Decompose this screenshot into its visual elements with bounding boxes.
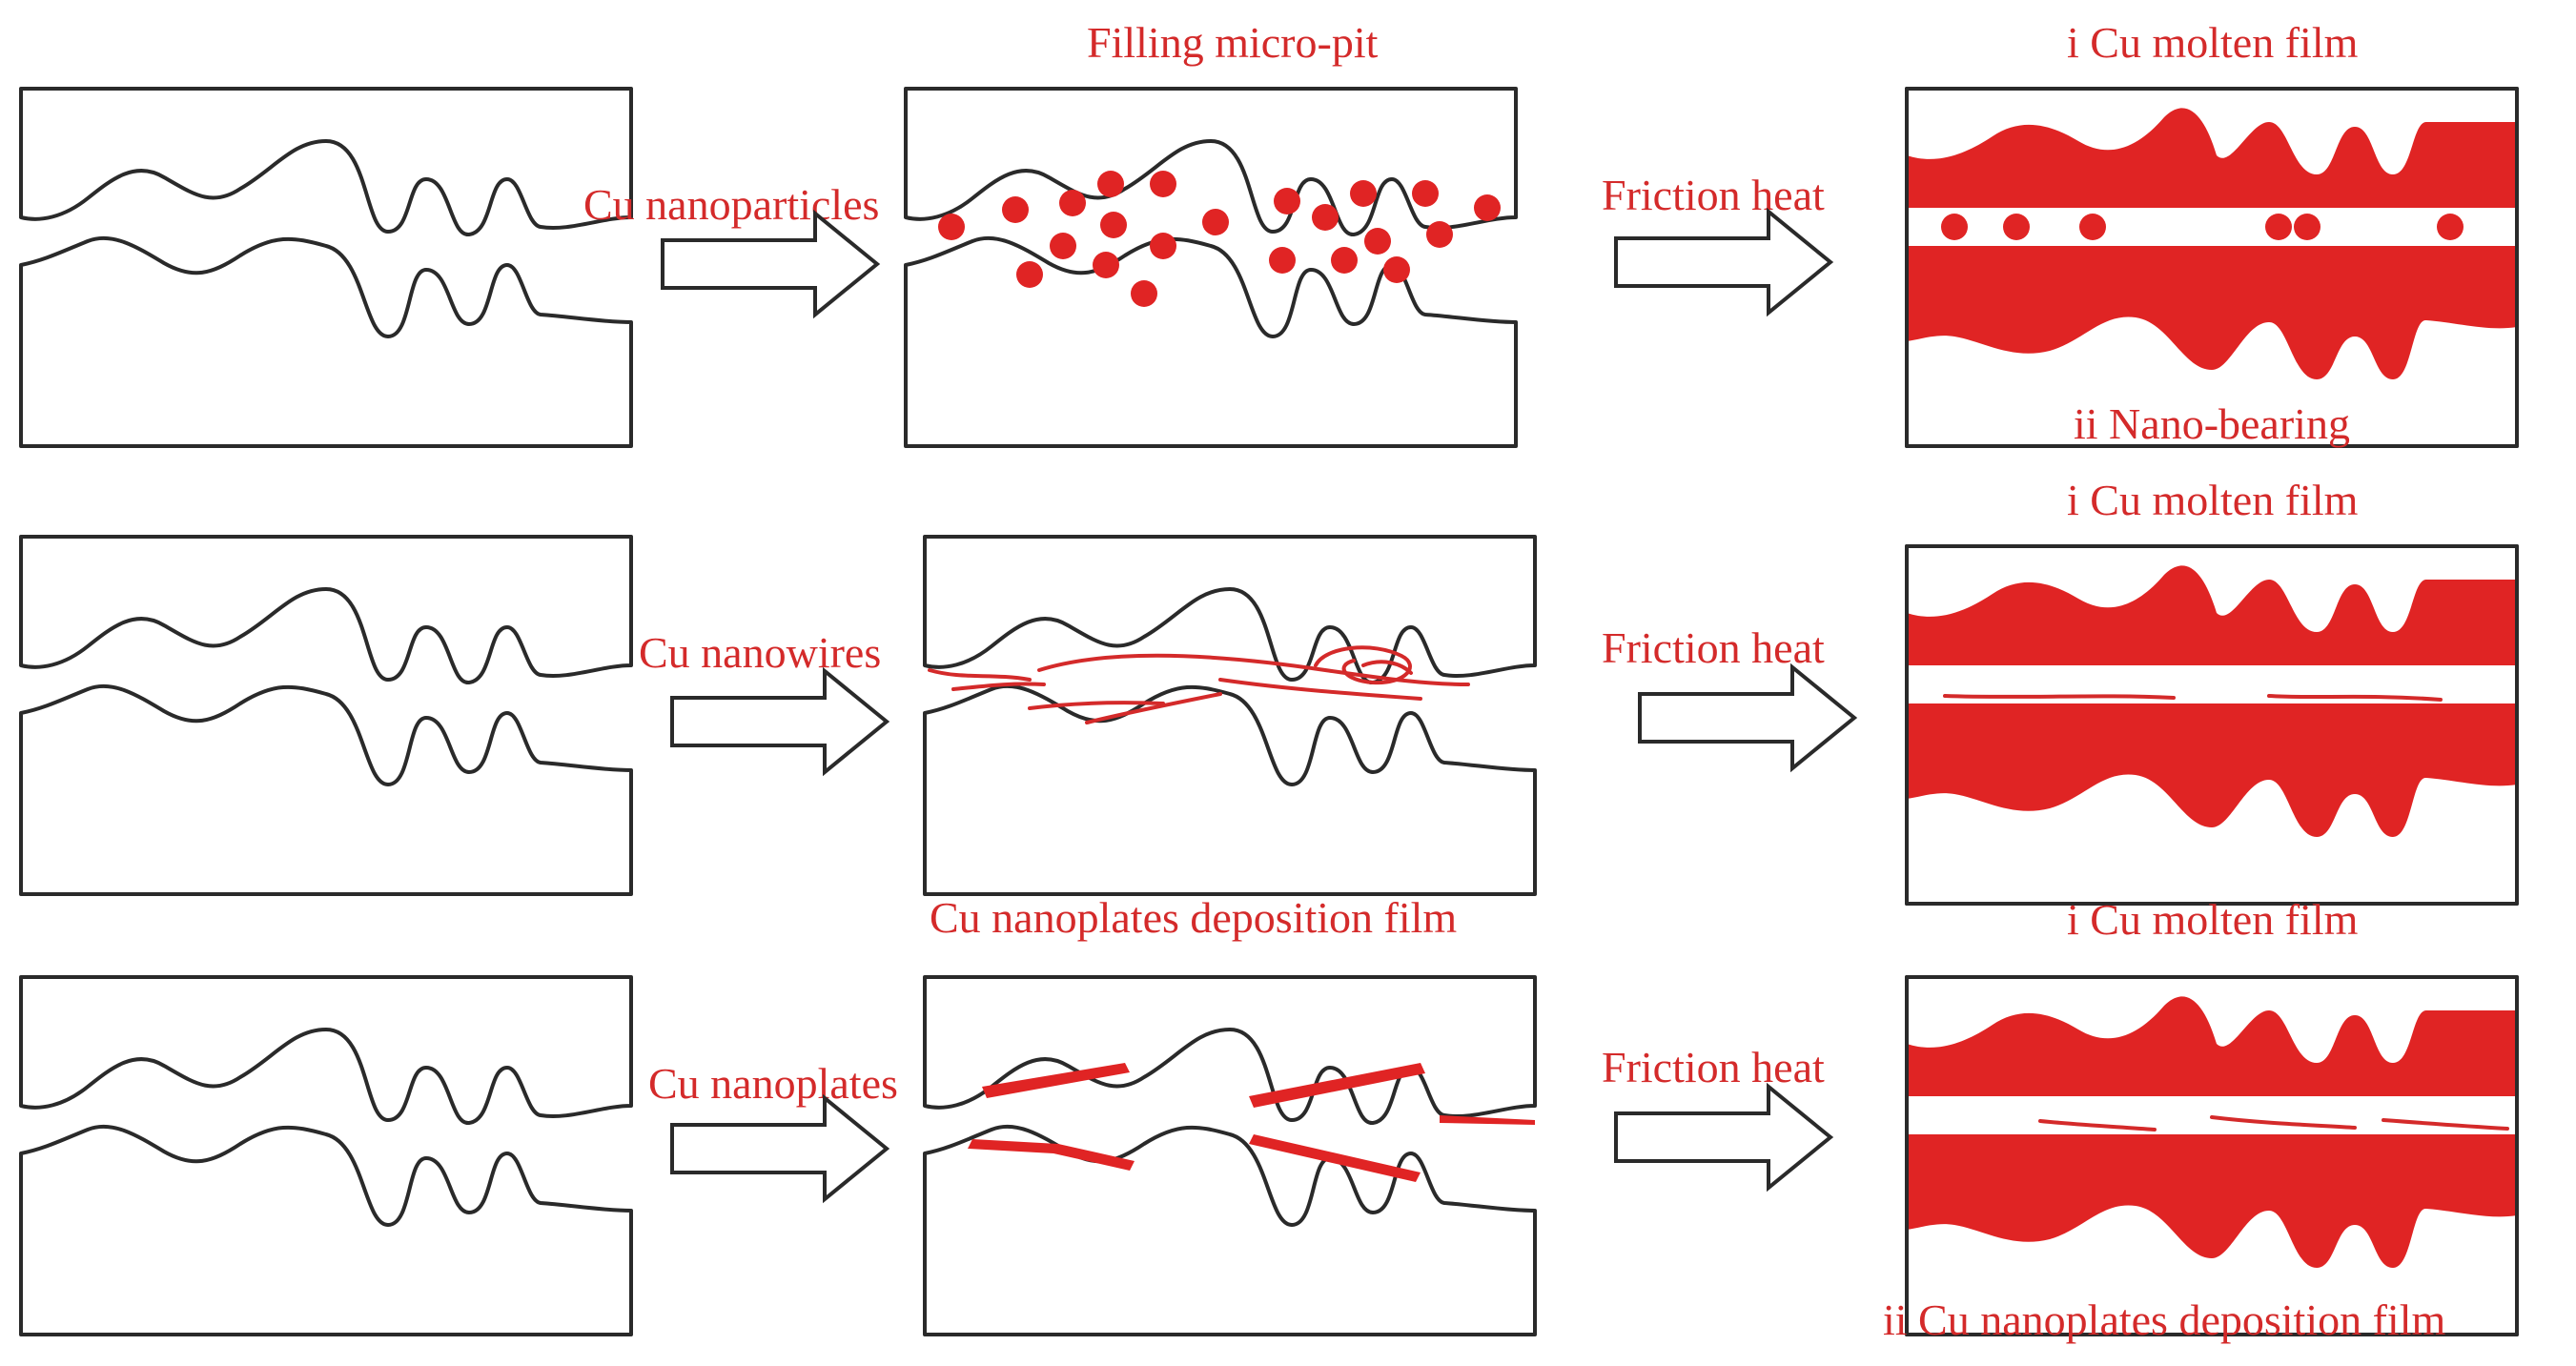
label-friction-heat-row1: Friction heat <box>1602 171 1825 219</box>
label-cu-nanoplates-deposition-result: ii Cu nanoplates deposition film <box>1883 1295 2445 1344</box>
molten-wire-streaks <box>1943 694 2443 702</box>
arrow-row2-a <box>670 669 889 774</box>
label-cu-nanoparticles: Cu nanoparticles <box>583 180 879 229</box>
panel-row2-middle <box>925 537 1535 894</box>
row-nanowires: Cu nanowires Friction heat i Cu molten f… <box>21 476 2519 906</box>
row-nanoparticles: Cu nanoparticles Filling micro-pit Frict… <box>21 18 2519 448</box>
arrow-row3-b <box>1614 1085 1832 1190</box>
label-nano-bearing: ii Nano-bearing <box>2074 399 2350 448</box>
label-cu-molten-film-row2: i Cu molten film <box>2067 476 2359 524</box>
nano-bearing-particles <box>1941 214 2464 240</box>
label-cu-molten-film-row1: i Cu molten film <box>2067 18 2359 67</box>
panel-row1-result <box>1905 87 2519 448</box>
nanoplates <box>968 1063 1535 1182</box>
label-filling-micro-pit: Filling micro-pit <box>1087 18 1379 67</box>
panel-row2-initial <box>21 537 631 894</box>
panel-row3-middle <box>925 977 1535 1335</box>
deposited-plate-streaks <box>2038 1115 2509 1132</box>
nanowires <box>928 645 1470 724</box>
label-cu-nanoplates: Cu nanoplates <box>648 1059 898 1108</box>
panel-row1-middle <box>906 89 1516 446</box>
panel-row3-result <box>1905 975 2519 1336</box>
label-friction-heat-row2: Friction heat <box>1602 623 1825 672</box>
arrow-row2-b <box>1638 665 1856 770</box>
label-cu-nanowires: Cu nanowires <box>639 628 881 677</box>
label-friction-heat-row3: Friction heat <box>1602 1043 1825 1091</box>
label-cu-nanoplates-deposition-middle: Cu nanoplates deposition film <box>930 893 1457 942</box>
label-cu-molten-film-row3: i Cu molten film <box>2067 895 2359 944</box>
panel-row3-initial <box>21 977 631 1335</box>
nanoparticles <box>938 171 1501 307</box>
row-nanoplates: Cu nanoplates Cu nanoplates deposition f… <box>21 893 2519 1344</box>
arrow-row3-a <box>670 1096 889 1201</box>
panel-row2-result <box>1905 544 2519 906</box>
arrow-row1-b <box>1614 210 1832 315</box>
panel-row1-initial <box>21 89 631 446</box>
